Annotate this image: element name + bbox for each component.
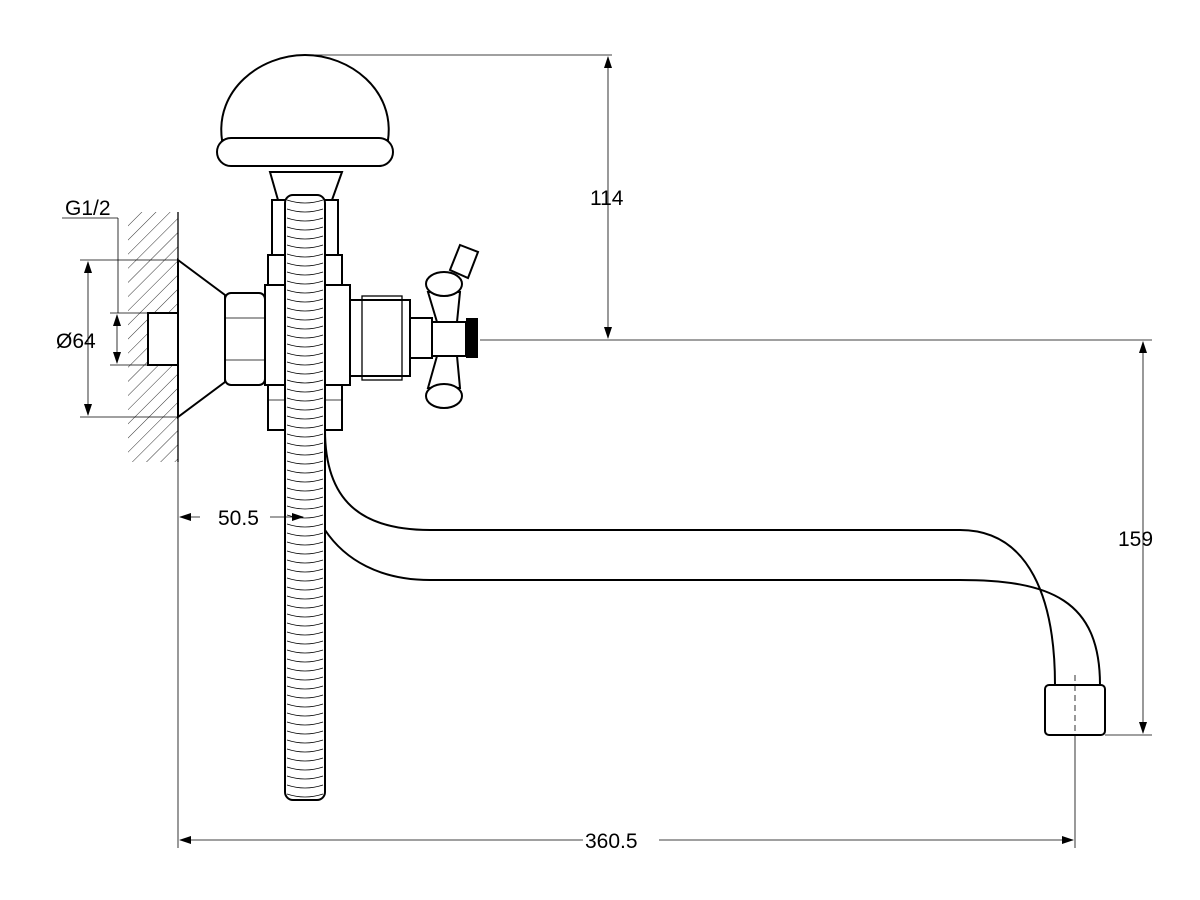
hose-rib	[286, 316, 324, 321]
hose-rib	[286, 280, 324, 285]
hose-rib	[286, 397, 324, 402]
hose-rib	[286, 757, 324, 762]
hose-rib	[286, 262, 324, 267]
spout-drop-label: 159	[1118, 528, 1153, 551]
thread-label: G1/2	[65, 197, 111, 220]
hose-rib	[286, 550, 324, 555]
hose-rib	[286, 361, 324, 366]
hose-rib	[286, 478, 324, 483]
hose-rib	[286, 793, 324, 798]
hose-rib	[286, 577, 324, 582]
hose-rib	[286, 379, 324, 384]
hose-rib	[286, 217, 324, 222]
shower-hose	[284, 194, 326, 801]
hose-rib	[286, 415, 324, 420]
hose-rib	[286, 208, 324, 213]
hose-rib	[286, 694, 324, 699]
hose-rib	[286, 433, 324, 438]
hose-rib	[286, 748, 324, 753]
hose-rib	[286, 604, 324, 609]
hose-rib	[286, 370, 324, 375]
spout-reach-label: 360.5	[585, 830, 638, 853]
hose-rib	[286, 307, 324, 312]
hose-rib	[286, 325, 324, 330]
hose-rib	[286, 685, 324, 690]
hose-rib	[286, 703, 324, 708]
hose-rib	[286, 487, 324, 492]
hose-rib	[286, 541, 324, 546]
hose-rib	[286, 460, 324, 465]
hose-rib	[286, 523, 324, 528]
hose-rib	[286, 505, 324, 510]
hose-rib	[286, 235, 324, 240]
hose-rib	[286, 622, 324, 627]
hose-rib	[286, 442, 324, 447]
valve-body	[349, 295, 478, 381]
hose-rib	[286, 469, 324, 474]
hose-rib	[286, 721, 324, 726]
hose-rib	[286, 595, 324, 600]
hose-rib	[286, 712, 324, 717]
hose-rib	[286, 568, 324, 573]
hose-rib	[286, 226, 324, 231]
hose-rib	[286, 406, 324, 411]
hose-rib	[286, 532, 324, 537]
hose-rib	[286, 730, 324, 735]
hose-rib	[286, 352, 324, 357]
hose-rib	[286, 739, 324, 744]
hose-rib	[286, 244, 324, 249]
spout	[324, 429, 1106, 740]
hose-rib	[286, 586, 324, 591]
hose-rib	[286, 271, 324, 276]
hose-rib	[286, 334, 324, 339]
dimension-lines	[62, 54, 1152, 848]
hose-rib	[286, 658, 324, 663]
cross-handle[interactable]	[425, 243, 480, 409]
hose-rib	[286, 343, 324, 348]
hose-rib	[286, 424, 324, 429]
hose-rib	[286, 253, 324, 258]
head-height-label: 114	[590, 187, 624, 210]
flange-diameter-label: Ø64	[56, 330, 96, 353]
hose-rib	[286, 298, 324, 303]
wall-flange	[147, 258, 266, 419]
hose-rib	[286, 496, 324, 501]
hose-rib	[286, 649, 324, 654]
hose-rib	[286, 676, 324, 681]
hose-rib	[286, 667, 324, 672]
hose-rib	[286, 559, 324, 564]
hose-rib	[286, 613, 324, 618]
wall-offset-label: 50.5	[218, 507, 259, 530]
hose-rib	[286, 631, 324, 636]
hose-rib	[286, 640, 324, 645]
hose-rib	[286, 784, 324, 789]
shower-head	[216, 53, 394, 201]
hose-rib	[286, 199, 324, 204]
hose-rib	[286, 514, 324, 519]
hose-rib	[286, 289, 324, 294]
hose-rib	[286, 766, 324, 771]
hose-rib	[286, 451, 324, 456]
hose-rib	[286, 775, 324, 780]
hose-rib	[286, 388, 324, 393]
